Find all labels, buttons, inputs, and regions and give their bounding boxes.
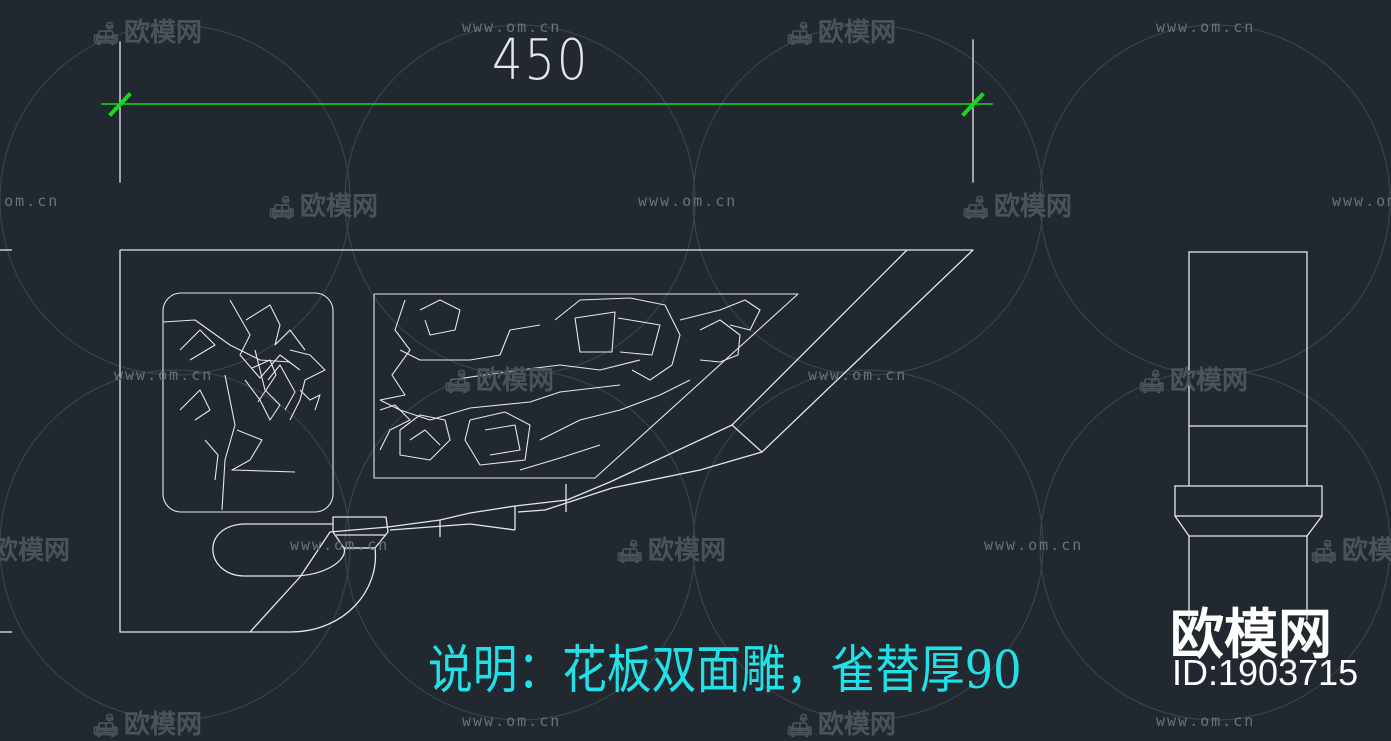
watermark-url: www.om.cn (1332, 192, 1391, 210)
watermark-url: www.om.cn (638, 192, 738, 210)
watermark-brand: 🛋欧模网 (786, 710, 896, 740)
watermark-url: www.om.cn (1156, 18, 1256, 36)
sofa-icon: 🛋 (92, 22, 120, 47)
watermark-url: www.om.cn (290, 536, 390, 554)
watermark-url: www.om.cn (808, 366, 908, 384)
watermark-url: www.om.cn (114, 366, 214, 384)
watermark-url: www.om.cn (0, 192, 60, 210)
bracket-elevation (119, 249, 974, 633)
dimension-value: 450 (492, 28, 590, 93)
sofa-icon: 🛋 (444, 370, 472, 395)
watermark-brand: 🛋欧模网 (0, 536, 70, 566)
sofa-icon: 🛋 (1310, 540, 1338, 565)
watermark-brand: 🛋欧模网 (444, 366, 554, 396)
model-id: ID:1903715 (1172, 652, 1359, 693)
carved-panel-flower (162, 292, 334, 513)
sofa-icon: 🛋 (786, 714, 814, 739)
watermark-brand: 🛋欧模网 (268, 192, 378, 222)
side-view (1174, 251, 1323, 620)
watermark-url: www.om.cn (1156, 712, 1256, 730)
sofa-icon: 🛋 (92, 714, 120, 739)
sofa-icon: 🛋 (786, 22, 814, 47)
watermark-brand: 🛋欧模网 (92, 710, 202, 740)
watermark-brand: 🛋欧模网 (1138, 366, 1248, 396)
watermark-brand: 🛋欧模网 (962, 192, 1072, 222)
carved-panel-scroll (373, 293, 799, 479)
watermark-brand: 🛋欧模网 (786, 18, 896, 48)
watermark-brand: 🛋欧模网 (616, 536, 726, 566)
brand-logo: 欧模网 (1170, 603, 1332, 666)
watermark-circles (0, 24, 1391, 721)
sofa-icon: 🛋 (268, 196, 296, 221)
watermark-url: www.om.cn (462, 712, 562, 730)
sofa-icon: 🛋 (616, 540, 644, 565)
watermark-brand: 🛋欧模网 (92, 18, 202, 48)
sofa-icon: 🛋 (962, 196, 990, 221)
sofa-icon: 🛋 (1138, 370, 1166, 395)
watermark-url: www.om.cn (462, 18, 562, 36)
drawing-note: 说明：花板双面雕，雀替厚90 (428, 641, 1022, 701)
dimension-line (101, 39, 993, 183)
watermark-brand: 🛋欧模网 (1310, 536, 1391, 566)
watermark-url: www.om.cn (984, 536, 1084, 554)
